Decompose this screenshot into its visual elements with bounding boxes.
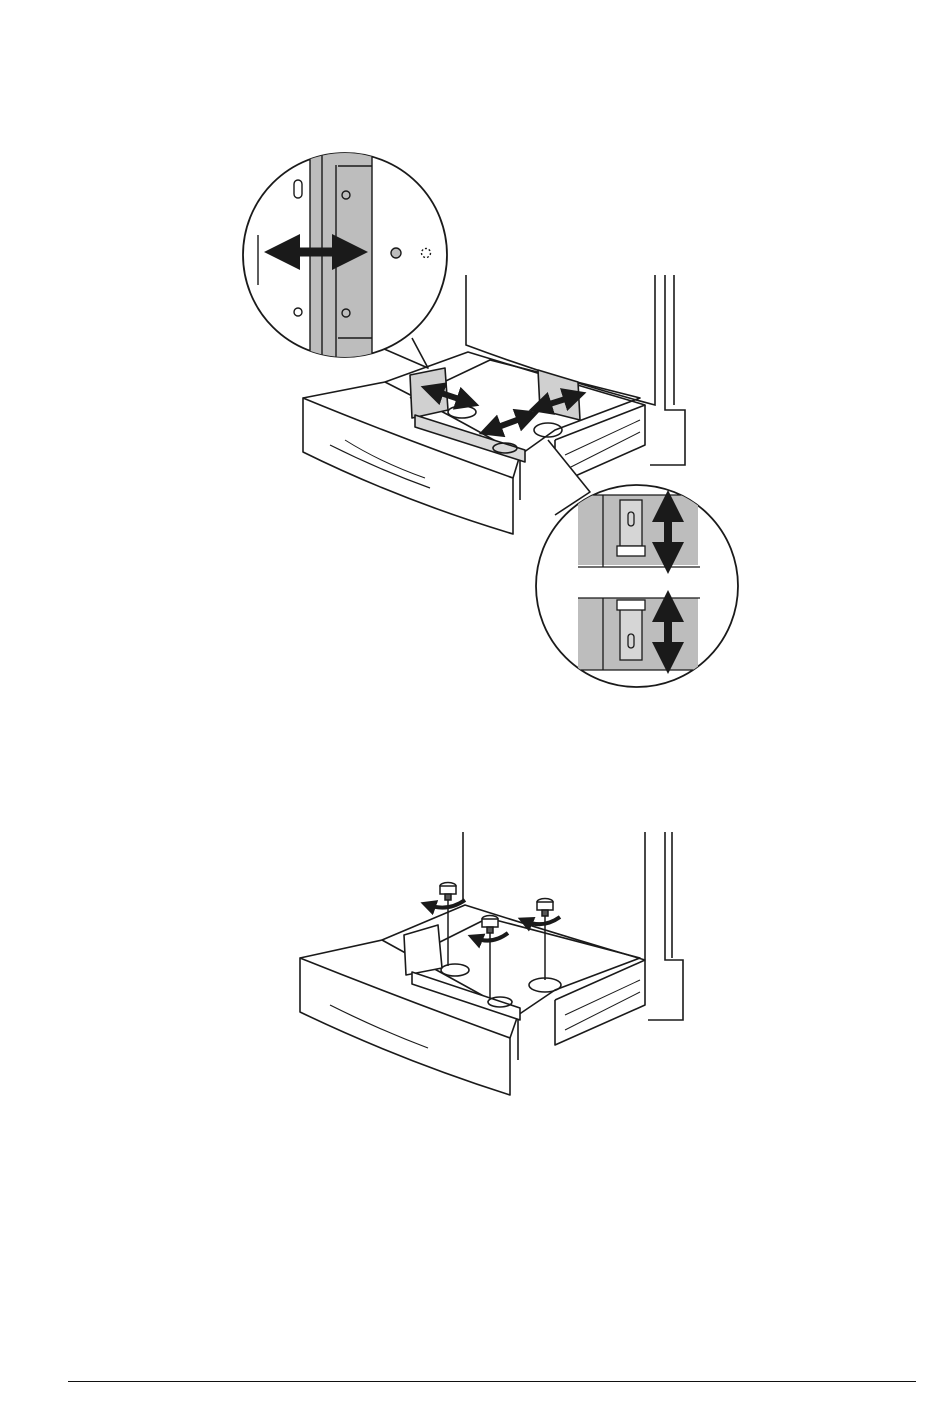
zoom-callout-end-guide [536, 440, 738, 687]
paper-guide-adjustment-illustration [0, 0, 950, 720]
screw-center [482, 916, 498, 934]
remove-guide-screws-illustration [0, 800, 950, 1120]
center-guide-arrow [490, 416, 528, 430]
paper-cassette-lower [300, 905, 645, 1095]
screw-left [440, 883, 456, 901]
zoom-callout-side-guide [243, 152, 447, 368]
footer-rule [68, 1381, 916, 1382]
screw-right [537, 899, 553, 917]
printer-body [466, 275, 685, 465]
